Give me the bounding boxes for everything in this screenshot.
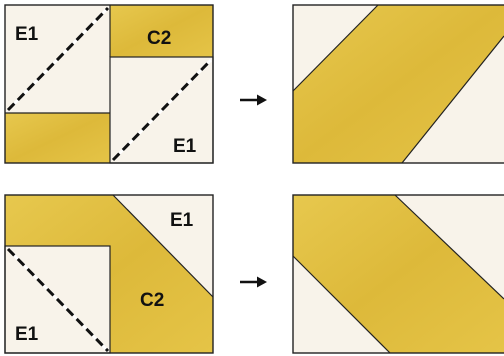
row1-diagonal-1-dashed — [6, 6, 110, 112]
row1-c2-piece — [110, 5, 213, 57]
row2-c2-gold-piece — [5, 195, 213, 353]
row2-label-e1-bottom: E1 — [15, 324, 39, 345]
row1-result-band-edge-upper — [292, 4, 379, 92]
row2-result-band-edge-upper — [394, 194, 504, 300]
row1-result-band-edge-lower — [401, 35, 504, 164]
row1-bottom-gold-piece — [5, 113, 110, 163]
row2-block-border — [4, 194, 214, 354]
row2-gold-edge — [112, 194, 214, 298]
row2-result-gold-band — [293, 195, 504, 353]
row1-unit-block: E1 C2 E1 — [4, 4, 214, 164]
row1-label-e1-bottom: E1 — [173, 136, 197, 157]
row2-result-band-edge-lower — [292, 255, 391, 354]
row1-arrow-right-icon — [240, 94, 267, 106]
row1-label-c2: C2 — [147, 28, 171, 49]
row1-block-border — [4, 4, 214, 164]
row2-unit-block: E1 C2 E1 — [4, 194, 214, 354]
row2-diagonal-dashed — [6, 247, 110, 353]
row2-arrow-right-icon — [240, 276, 267, 288]
row1-diagonal-2-dashed — [111, 58, 213, 162]
row1-label-e1-top: E1 — [15, 24, 39, 45]
row2-result-border — [292, 194, 504, 354]
row2-label-e1-top: E1 — [170, 210, 194, 231]
row2-result-block — [292, 194, 504, 354]
row2-label-c2: C2 — [140, 290, 164, 311]
row1-result-block — [292, 4, 504, 164]
row1-result-border — [292, 4, 504, 164]
row1-result-gold-band — [293, 5, 504, 163]
